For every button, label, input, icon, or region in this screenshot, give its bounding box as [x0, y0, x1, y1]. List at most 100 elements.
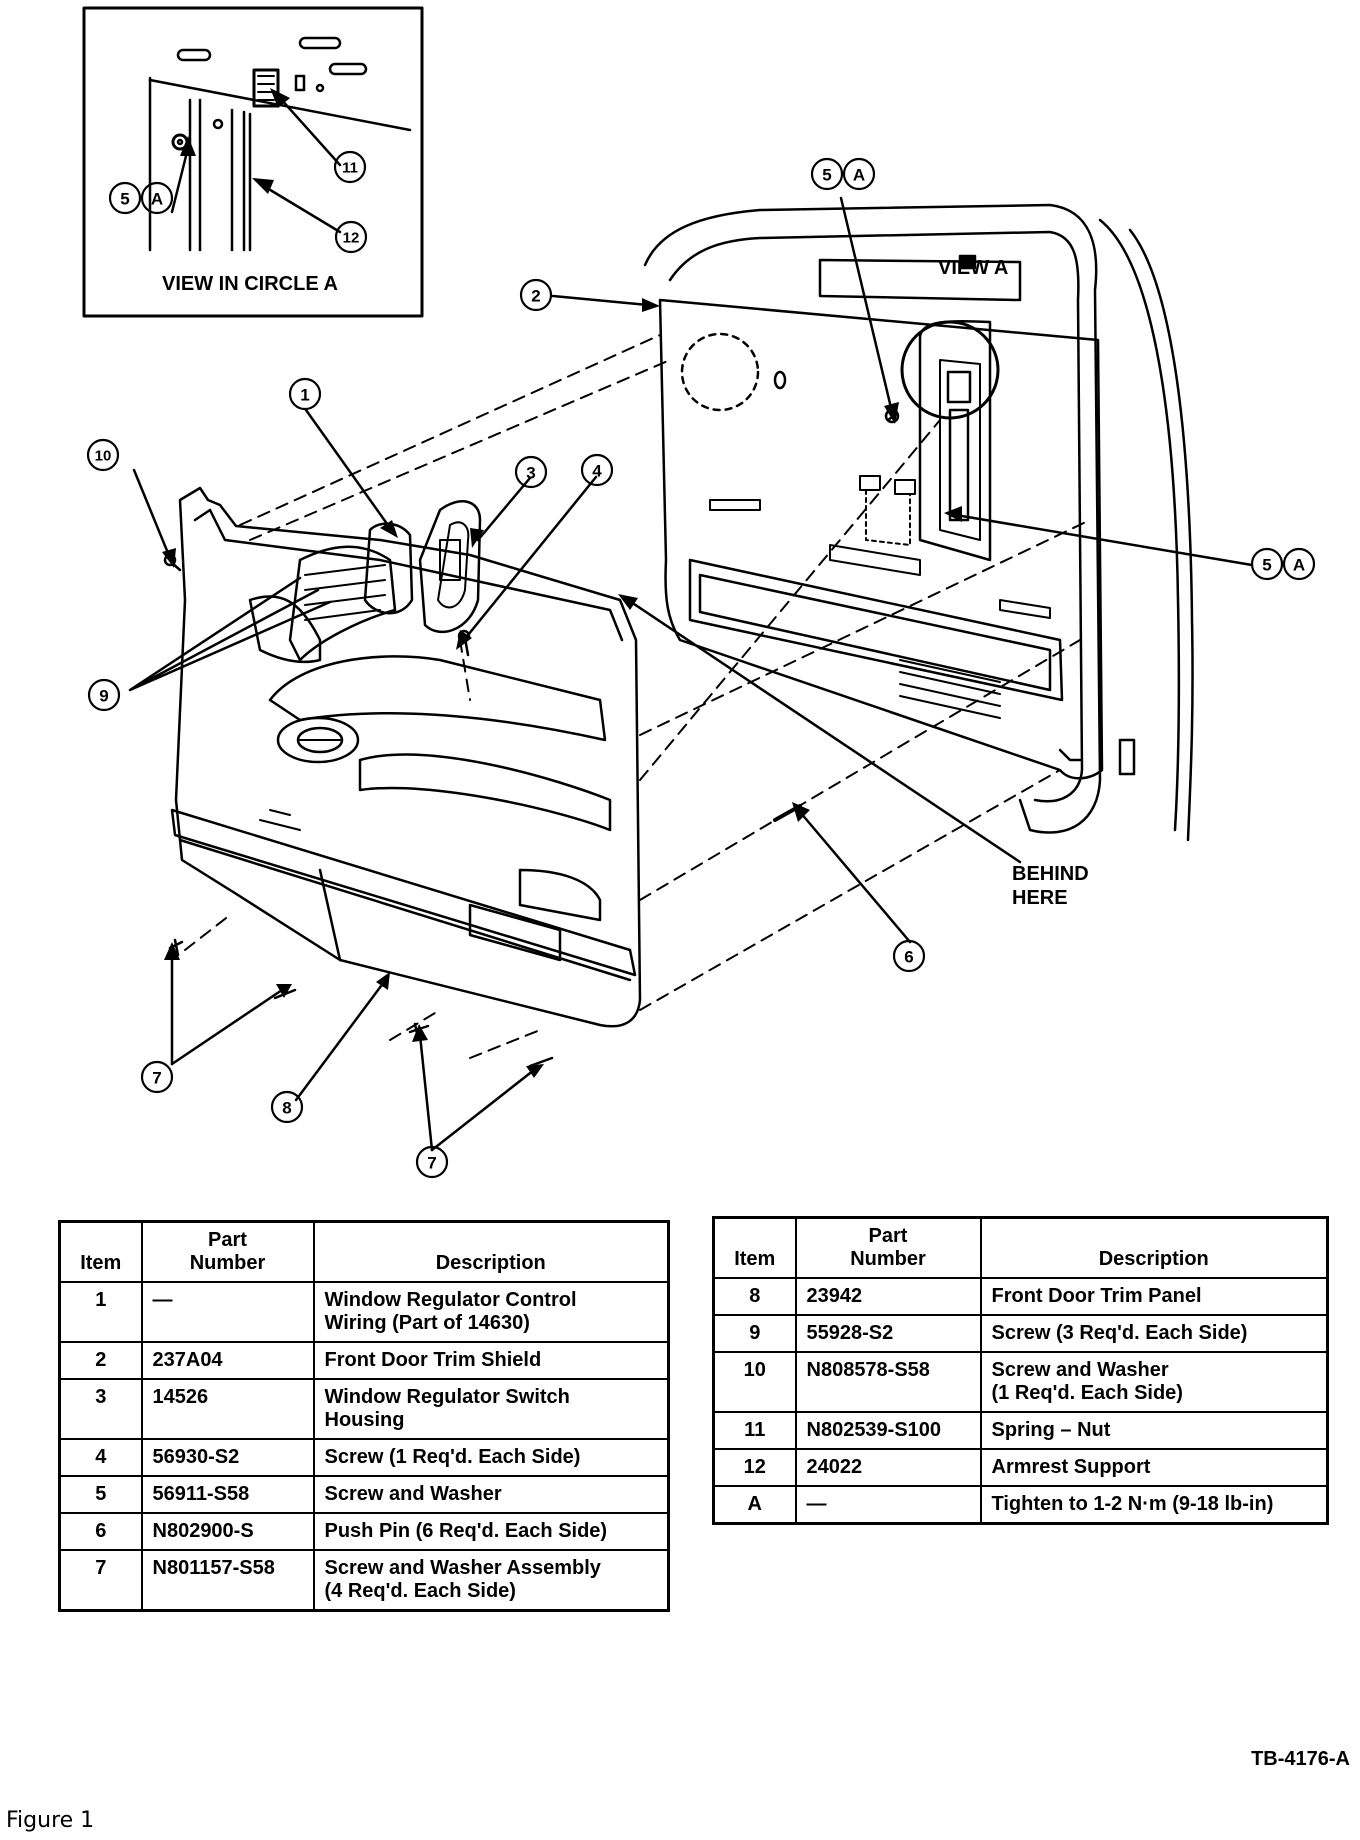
door-frame [643, 203, 1194, 842]
callout-5-top: 5 [822, 166, 831, 185]
header-description: Description [312, 1220, 670, 1283]
header-item: Item [712, 1216, 797, 1279]
description-line: Armrest Support [991, 1456, 1151, 1478]
cell-description: Screw (3 Req'd. Each Side) [979, 1314, 1329, 1353]
cell-item: 6 [58, 1512, 143, 1551]
description-line: Wiring (Part of 14630) [324, 1312, 530, 1334]
cell-item: 9 [712, 1314, 797, 1353]
cell-item: 4 [58, 1438, 143, 1477]
header-item: Item [58, 1220, 143, 1283]
description-line: (4 Req'd. Each Side) [324, 1580, 516, 1602]
cell-part-number: — [794, 1485, 982, 1525]
description-line: (1 Req'd. Each Side) [991, 1382, 1183, 1404]
cell-item: 5 [58, 1475, 143, 1514]
exploded-door-trim-diagram: 1 2 3 4 5 A 5 A 5 A 6 7 7 8 9 10 11 12 V… [82, 6, 1316, 1179]
regulator-wiring [248, 522, 414, 664]
description-line: Screw (3 Req'd. Each Side) [991, 1322, 1248, 1344]
alignment-lines [184, 334, 1091, 1059]
cell-part-number: N801157-S58 [140, 1549, 315, 1612]
view-a-circle [900, 320, 1000, 420]
callout-2: 2 [531, 287, 540, 306]
view-a-label: VIEW A [938, 257, 1008, 279]
screws [163, 408, 900, 1068]
callout-3: 3 [526, 464, 535, 483]
cell-part-number: 23942 [794, 1277, 982, 1316]
callout-a-inset: A [151, 190, 163, 209]
cell-part-number: N802539-S100 [794, 1411, 982, 1450]
cell-item: 10 [712, 1351, 797, 1413]
cell-item: A [712, 1485, 797, 1525]
cell-part-number: 24022 [794, 1448, 982, 1487]
cell-item: 8 [712, 1277, 797, 1316]
cell-description: Armrest Support [979, 1448, 1329, 1487]
callout-10: 10 [95, 448, 112, 465]
cell-description: Screw and Washer [312, 1475, 670, 1514]
callout-7-bottom: 7 [427, 1154, 436, 1173]
description-line: Screw and Washer Assembly [324, 1557, 601, 1579]
inset-label: VIEW IN CIRCLE A [162, 273, 338, 295]
behind-here-label-line2: HERE [1012, 887, 1068, 909]
callout-1: 1 [300, 386, 309, 405]
callout-a-top: A [853, 166, 865, 185]
table-row: A— Tighten to 1-2 N·m (9-18 lb-in) [712, 1485, 1329, 1525]
callout-9: 9 [99, 687, 108, 706]
cell-item: 12 [712, 1448, 797, 1487]
front-door-trim-panel [170, 486, 642, 1028]
cell-part-number: 56930-S2 [140, 1438, 315, 1477]
callout-a-right: A [1293, 556, 1305, 575]
figure-caption: Figure 1 [6, 1808, 95, 1833]
callout-5-inset: 5 [120, 190, 129, 209]
cell-description: Screw and Washer(1 Req'd. Each Side) [979, 1351, 1329, 1413]
cell-description: Screw and Washer Assembly(4 Req'd. Each … [312, 1549, 670, 1612]
cell-part-number: — [140, 1281, 315, 1343]
arrow-heads [162, 88, 962, 1078]
cell-part-number: 237A04 [140, 1341, 315, 1380]
cell-item: 3 [58, 1378, 143, 1440]
drawing-number: TB-4176-A [1251, 1748, 1350, 1770]
cell-description: Spring – Nut [979, 1411, 1329, 1450]
callout-11: 11 [342, 160, 358, 177]
callout-8: 8 [282, 1099, 291, 1118]
description-line: Tighten to 1-2 N·m (9-18 lb-in) [991, 1493, 1274, 1515]
callout-7-left: 7 [152, 1069, 161, 1088]
description-line: Screw (1 Req'd. Each Side) [324, 1446, 581, 1468]
behind-here-label-line1: BEHIND [1012, 863, 1089, 885]
cell-part-number: 14526 [140, 1378, 315, 1440]
cell-part-number: N802900-S [140, 1512, 315, 1551]
cell-description: Screw (1 Req'd. Each Side) [312, 1438, 670, 1477]
description-line: Spring – Nut [991, 1419, 1111, 1441]
cell-description: Tighten to 1-2 N·m (9-18 lb-in) [979, 1485, 1329, 1525]
description-line: Housing [324, 1409, 405, 1431]
description-line: Screw and Washer [991, 1359, 1169, 1381]
inset-view-box [82, 6, 424, 318]
callout-circles [86, 150, 1316, 1179]
description-line: Window Regulator Control [324, 1289, 577, 1311]
description-line: Window Regulator Switch [324, 1386, 570, 1408]
cell-part-number: N808578-S58 [794, 1351, 982, 1413]
cell-item: 2 [58, 1341, 143, 1380]
cell-part-number: 55928-S2 [794, 1314, 982, 1353]
callout-6: 6 [904, 948, 913, 967]
cell-item: 11 [712, 1411, 797, 1450]
cell-part-number: 56911-S58 [140, 1475, 315, 1514]
cell-description: Front Door Trim Shield [312, 1341, 670, 1380]
cell-item: 7 [58, 1549, 143, 1612]
cell-item: 1 [58, 1281, 143, 1343]
